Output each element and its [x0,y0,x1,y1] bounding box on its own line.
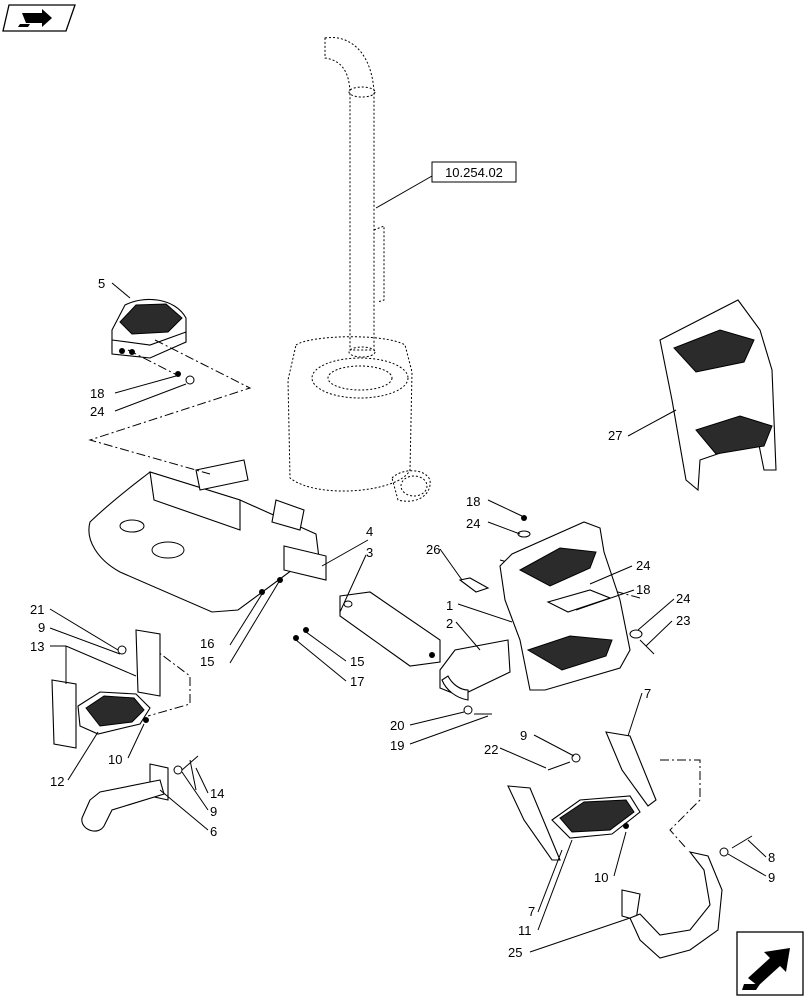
callout-15: 15 [350,654,364,669]
callout-7: 7 [528,904,535,919]
callout-5: 5 [98,276,105,291]
callout-18: 18 [466,494,480,509]
callout-13: 13 [30,639,44,654]
callout-10: 10 [108,752,122,767]
callout-9: 9 [210,804,217,819]
step-part-2 [439,639,511,701]
ladder-part-27 [659,299,777,492]
callout-9: 9 [768,870,775,885]
step-part-11 [507,731,657,861]
exhaust-stack-phantom [287,37,431,502]
bracket-part-3 [339,591,441,667]
callout-3: 3 [366,545,373,560]
callout-15: 15 [200,654,214,669]
callout-9: 9 [38,620,45,635]
step-part-5 [111,298,187,359]
hardware-fasteners [117,371,753,857]
callout-24: 24 [676,591,690,606]
callout-19: 19 [390,738,404,753]
handle-part-6 [81,759,197,832]
callout-4: 4 [366,524,373,539]
callout-labels: 5 18 24 4 3 16 15 15 17 21 9 13 12 10 14… [30,276,775,960]
callout-27: 27 [608,428,622,443]
callout-26: 26 [426,542,440,557]
next-page-arrow-icon[interactable] [736,931,804,996]
callout-10: 10 [594,870,608,885]
callout-20: 20 [390,718,404,733]
handle-part-25 [621,851,723,959]
callout-11: 11 [518,923,532,938]
callout-21: 21 [30,602,44,617]
callout-25: 25 [508,945,522,960]
ladder-part-1 [499,521,631,691]
callout-leaders [49,282,767,953]
reference-box-label: 10.254.02 [445,165,503,180]
callout-17: 17 [350,674,364,689]
callout-14: 14 [210,786,224,801]
step-part-12-13 [51,629,161,749]
callout-24: 24 [90,404,104,419]
callout-22: 22 [484,742,498,757]
callout-2: 2 [446,616,453,631]
callout-24: 24 [466,516,480,531]
callout-9: 9 [520,728,527,743]
book-arrow-icon[interactable] [2,4,76,32]
callout-7: 7 [644,686,651,701]
callout-1: 1 [446,598,453,613]
callout-18: 18 [636,582,650,597]
callout-18: 18 [90,386,104,401]
callout-23: 23 [676,613,690,628]
callout-8: 8 [768,850,775,865]
callout-6: 6 [210,824,217,839]
reference-box[interactable]: 10.254.02 [375,161,517,209]
callout-16: 16 [200,636,214,651]
main-platform [88,459,327,613]
callout-24: 24 [636,558,650,573]
callout-12: 12 [50,774,64,789]
